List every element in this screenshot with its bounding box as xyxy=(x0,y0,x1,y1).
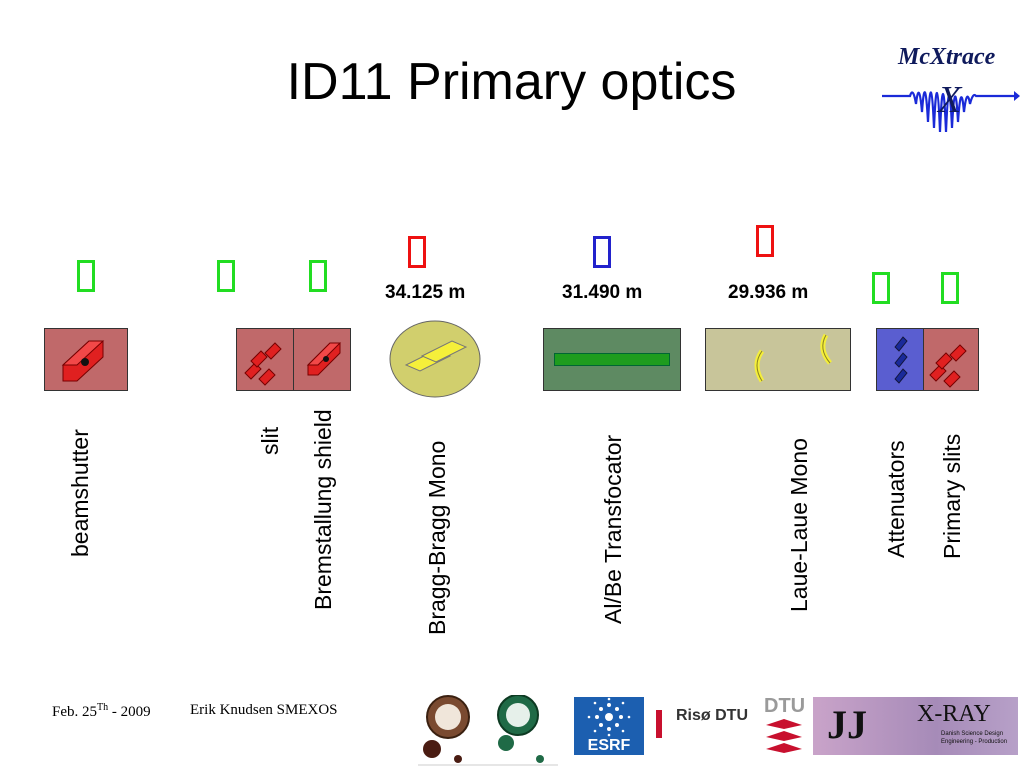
dtu-chevrons-icon xyxy=(766,719,802,753)
wave-icon xyxy=(882,91,1020,133)
jj-tagline-1: Danish Science Design xyxy=(941,731,1004,737)
label-beamshutter: beamshutter xyxy=(67,429,93,557)
bremstallung-block-icon xyxy=(306,342,342,376)
footer-date: Feb. 25Th - 2009 xyxy=(52,702,151,721)
jj-xray-logo: JJ X-RAY Danish Science Design Engineeri… xyxy=(813,697,1018,755)
transfocator-box xyxy=(543,328,681,391)
dtu-logo: DTU xyxy=(764,695,806,755)
label-transfocator: Al/Be Transfocator xyxy=(600,434,626,624)
label-bragg-mono: Bragg-Bragg Mono xyxy=(424,440,450,635)
jj-mark: JJ xyxy=(827,702,867,747)
distance-transfocator: 31.490 m xyxy=(562,282,643,303)
beamshutter-box xyxy=(44,328,128,391)
marker-green xyxy=(309,260,327,292)
mcxtrace-x: X xyxy=(938,79,962,121)
esrf-logo: ESRF xyxy=(574,697,644,755)
slide-title: ID11 Primary optics xyxy=(286,53,737,111)
jj-tagline-2: Engineering - Production xyxy=(941,739,1008,745)
laue-mono-box xyxy=(705,328,851,391)
dtu-text: DTU xyxy=(764,695,806,717)
footer-date-sup: Th xyxy=(97,702,109,713)
esrf-burst-icon xyxy=(587,697,631,737)
distance-bragg: 34.125 m xyxy=(385,282,466,303)
marker-green xyxy=(217,260,235,292)
bragg-mono-disc xyxy=(389,320,481,398)
marker-blue xyxy=(593,236,611,268)
slit-blades-icon xyxy=(244,342,282,386)
esrf-text: ESRF xyxy=(587,737,631,754)
label-bremstallung: Bremstallung shield xyxy=(310,409,336,610)
label-slit: slit xyxy=(257,426,283,455)
primary-slit-blades-icon xyxy=(929,344,967,388)
marker-red xyxy=(408,236,426,268)
riso-bar xyxy=(656,710,662,738)
marker-green xyxy=(77,260,95,292)
label-attenuators: Attenuators xyxy=(883,440,909,558)
distance-laue: 29.936 m xyxy=(728,282,809,303)
footer-date-tail: - 2009 xyxy=(108,704,151,720)
label-primary-slits: Primary slits xyxy=(939,433,965,559)
jj-name: X-RAY xyxy=(917,701,991,727)
marker-green xyxy=(941,272,959,304)
mcxtrace-logo: McXtrace X xyxy=(880,38,1020,138)
shutter-block-icon xyxy=(61,340,105,382)
marker-red xyxy=(756,225,774,257)
footer-author: Erik Knudsen SMEXOS xyxy=(190,702,338,718)
laue-crystals-icon xyxy=(754,333,832,383)
attenuators-slits-box xyxy=(876,328,979,391)
label-laue-mono: Laue-Laue Mono xyxy=(786,438,812,612)
footer-date-main: Feb. 25 xyxy=(52,704,97,720)
slit-bremstallung-box xyxy=(236,328,351,391)
mcxtrace-name: McXtrace xyxy=(898,44,996,70)
marker-green xyxy=(872,272,890,304)
riso-logo: Risø DTU xyxy=(676,707,748,724)
university-seals-logo xyxy=(418,695,558,766)
transfocator-lens-stack xyxy=(554,353,670,366)
attenuator-foils-icon xyxy=(894,336,908,384)
